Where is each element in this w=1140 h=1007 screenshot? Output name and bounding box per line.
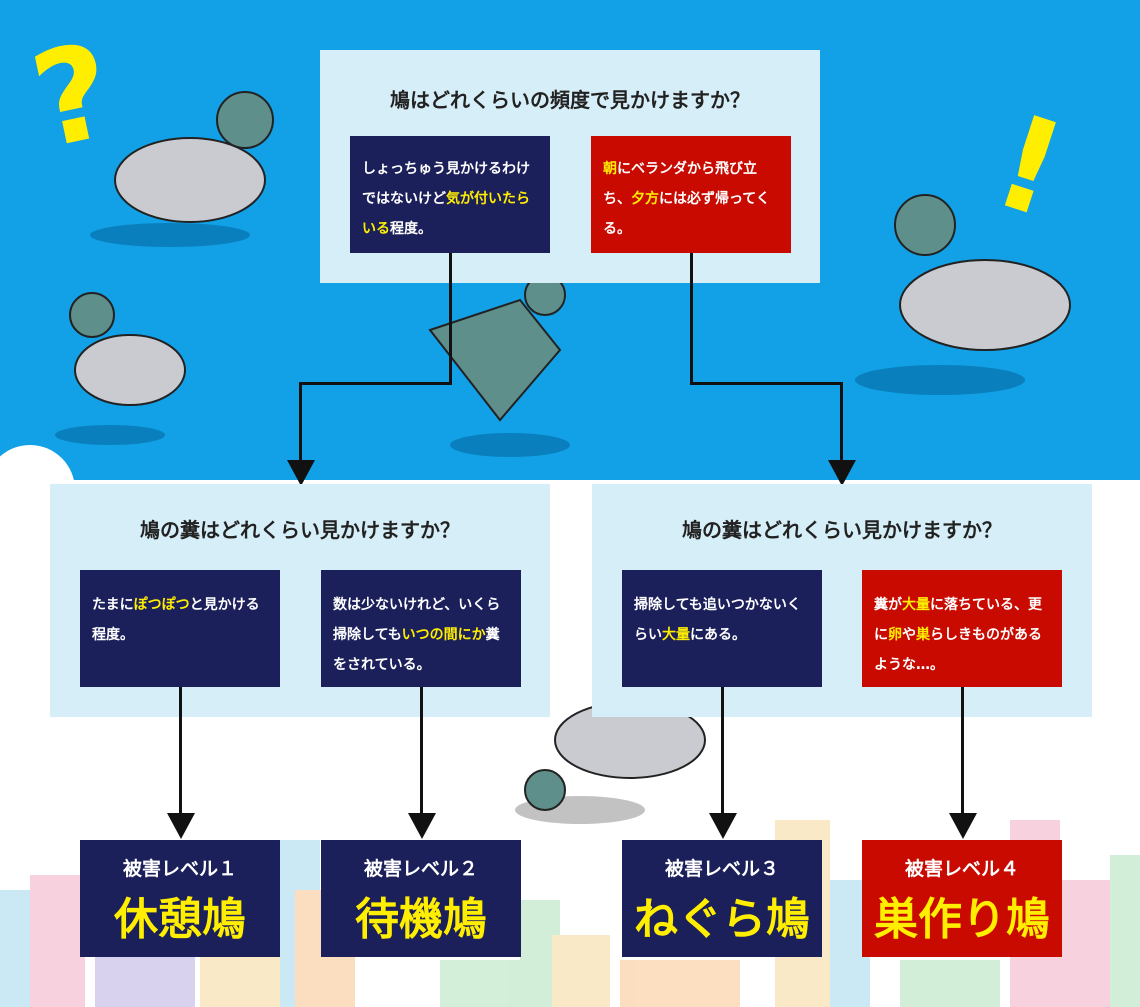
answer-text: にベランダから飛び立ち、 xyxy=(603,161,757,207)
answer-sparse-droppings-card[interactable]: たまにぽつぽつと見かける程度。 xyxy=(80,570,280,687)
connector-line xyxy=(721,687,724,815)
answer-text: 糞が xyxy=(874,597,902,613)
damage-level-3-box[interactable]: 被害レベル３ ねぐら鳩 xyxy=(622,840,822,957)
answer-text: にある。 xyxy=(690,627,746,643)
answer-text: たまに xyxy=(92,597,134,613)
answer-text: しょっちゅう見かけるわけではないけど xyxy=(362,161,530,207)
answer-text: には必ず帰ってくる。 xyxy=(603,191,770,237)
arrow-down-icon xyxy=(949,813,977,839)
answer-text: 程度。 xyxy=(390,221,432,237)
answer-text: 数は少ないけれど、いくら掃除しても xyxy=(333,597,501,643)
arrow-down-icon xyxy=(828,460,856,486)
level-label: 被害レベル１ xyxy=(122,858,237,880)
question-1-title: 鳩はどれくらいの頻度で見かけますか？ xyxy=(390,88,750,112)
answer-text: 糞をされている。 xyxy=(333,627,500,673)
answer-text: や xyxy=(902,627,916,643)
answer-occasional-card[interactable]: しょっちゅう見かけるわけではないけど気が付いたらいる程度。 xyxy=(350,136,550,253)
connector-line xyxy=(179,687,182,815)
damage-level-2-box[interactable]: 被害レベル２ 待機鳩 xyxy=(321,840,521,957)
level-label: 被害レベル２ xyxy=(363,858,478,880)
answer-text: と見かける程度。 xyxy=(92,597,260,643)
answer-recurring-droppings-card[interactable]: 数は少ないけれど、いくら掃除してもいつの間にか糞をされている。 xyxy=(321,570,521,687)
answer-text: に落ちている、更に xyxy=(874,597,1042,643)
answer-text: 掃除しても追いつかないくらい xyxy=(634,597,801,643)
answer-highlight: ぽつぽつ xyxy=(133,597,190,613)
connector-line xyxy=(420,687,423,815)
answer-highlight: 大量 xyxy=(902,597,930,613)
level-label: 被害レベル４ xyxy=(904,858,1019,880)
answer-highlight: 巣 xyxy=(916,627,930,643)
answer-heavy-droppings-card[interactable]: 掃除しても追いつかないくらい大量にある。 xyxy=(622,570,822,687)
connector-line xyxy=(299,382,302,462)
answer-highlight: 大量 xyxy=(662,627,690,643)
arrow-down-icon xyxy=(709,813,737,839)
connector-line xyxy=(690,382,843,385)
damage-level-1-box[interactable]: 被害レベル１ 休憩鳩 xyxy=(80,840,280,957)
arrow-down-icon xyxy=(167,813,195,839)
answer-highlight: 朝 xyxy=(603,161,617,177)
connector-line xyxy=(449,253,452,385)
connector-line xyxy=(299,382,452,385)
connector-line xyxy=(840,382,843,462)
answer-daily-card[interactable]: 朝にベランダから飛び立ち、夕方には必ず帰ってくる。 xyxy=(591,136,791,253)
question-2b-title: 鳩の糞はどれくらい見かけますか？ xyxy=(682,518,1002,542)
connector-line xyxy=(690,253,693,385)
connector-line xyxy=(961,687,964,815)
arrow-down-icon xyxy=(287,460,315,486)
answer-text: らしきものがあるような…。 xyxy=(874,627,1042,673)
answer-highlight: 卵 xyxy=(888,627,902,643)
answer-highlight: 気が付いたらいる xyxy=(362,191,530,237)
level-name: 休憩鳩 xyxy=(114,894,246,945)
level-name: ねぐら鳩 xyxy=(634,894,810,945)
answer-highlight: 夕方 xyxy=(631,191,659,207)
answer-highlight: いつの間にか xyxy=(401,627,486,643)
answer-nesting-card[interactable]: 糞が大量に落ちている、更に卵や巣らしきものがあるような…。 xyxy=(862,570,1062,687)
arrow-down-icon xyxy=(408,813,436,839)
level-name: 巣作り鳩 xyxy=(874,894,1050,945)
damage-level-4-box[interactable]: 被害レベル４ 巣作り鳩 xyxy=(862,840,1062,957)
level-label: 被害レベル３ xyxy=(664,858,779,880)
question-2a-title: 鳩の糞はどれくらい見かけますか？ xyxy=(140,518,460,542)
level-name: 待機鳩 xyxy=(355,894,487,945)
